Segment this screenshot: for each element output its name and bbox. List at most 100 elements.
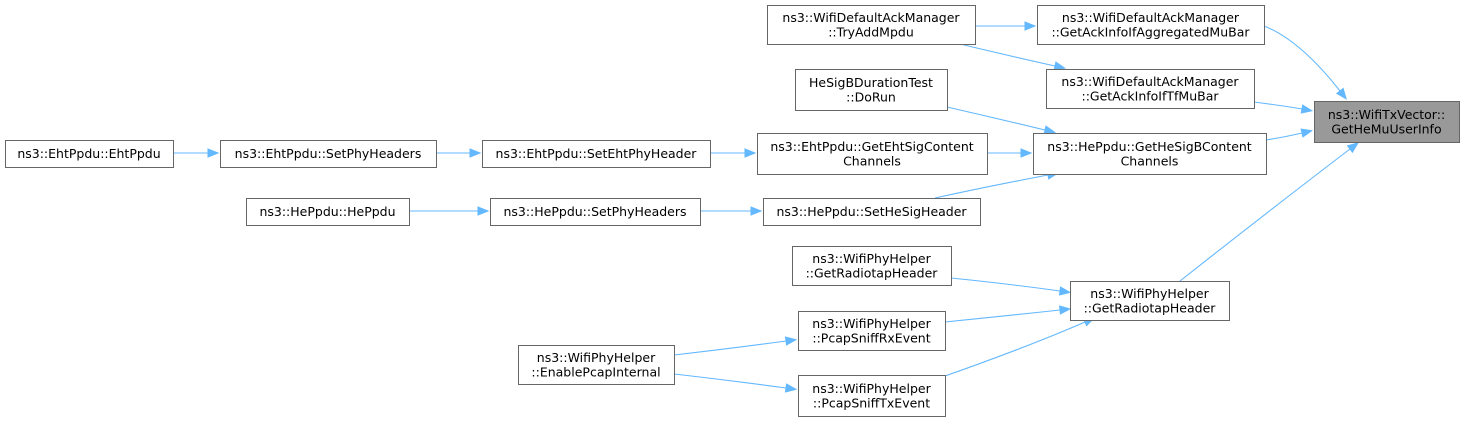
node-label-line: ::GetAckInfoIfTfMuBar bbox=[1081, 88, 1219, 103]
edge-enablePcap-to-pcapRx bbox=[673, 336, 798, 356]
node-label-line: Channels bbox=[843, 153, 901, 168]
arrowhead bbox=[784, 383, 798, 393]
edge-line bbox=[1179, 148, 1351, 282]
edge-line bbox=[1265, 132, 1303, 141]
node-box bbox=[490, 198, 701, 226]
edge-line bbox=[934, 174, 1049, 199]
edge-radiotapLeft-to-radiotapMid bbox=[950, 277, 1072, 296]
arrowhead bbox=[1053, 61, 1067, 71]
node-box bbox=[792, 246, 952, 286]
node-label-line: ns3::HePpdu::HePpdu bbox=[259, 204, 395, 219]
node-ehtSetPhyHeader[interactable]: ns3::EhtPpdu::SetEhtPhyHeader bbox=[482, 140, 711, 168]
node-label-line: ::GetRadiotapHeader bbox=[1084, 300, 1217, 315]
edge-line bbox=[944, 309, 1061, 323]
edge-line bbox=[1253, 101, 1303, 110]
node-label-line: ::DoRun bbox=[846, 89, 896, 104]
node-label-line: ::GetRadiotapHeader bbox=[806, 265, 939, 280]
node-enablePcap[interactable]: ns3::WifiPhyHelper::EnablePcapInternal bbox=[518, 345, 675, 385]
node-label-line: ns3::WifiTxVector:: bbox=[1328, 107, 1445, 122]
edge-line bbox=[673, 340, 787, 356]
edges-layer bbox=[173, 21, 1360, 393]
arrowhead bbox=[469, 148, 482, 158]
edge-ehtSetPhyHeader-to-ehtSigContent bbox=[710, 148, 757, 158]
node-box bbox=[518, 345, 675, 385]
node-box bbox=[798, 375, 946, 417]
arrowhead bbox=[477, 206, 490, 216]
node-label-line: ::PcapSniffTxEvent bbox=[813, 395, 930, 410]
node-label-line: ::GetAckInfoIfAggregatedMuBar bbox=[1051, 24, 1250, 39]
arrowhead bbox=[1346, 142, 1360, 154]
arrowhead bbox=[744, 148, 757, 158]
arrowhead bbox=[1300, 128, 1314, 138]
arrowhead bbox=[1300, 104, 1314, 114]
arrowhead bbox=[750, 206, 763, 216]
node-label-line: ns3::WifiPhyHelper bbox=[812, 251, 931, 266]
nodes-layer: ns3::WifiTxVector::GetHeMuUserInfons3::W… bbox=[5, 5, 1460, 417]
edge-heCtor-to-heSetPhyHeaders bbox=[408, 206, 490, 216]
node-label-line: ns3::WifiDefaultAckManager bbox=[1062, 10, 1240, 25]
edge-ackTfMuBar-to-root bbox=[1253, 101, 1314, 114]
node-heSetPhyHeaders[interactable]: ns3::HePpdu::SetPhyHeaders bbox=[490, 198, 701, 226]
node-heCtor[interactable]: ns3::HePpdu::HePpdu bbox=[246, 198, 410, 226]
edge-line bbox=[944, 321, 1086, 377]
node-heSetHeSig[interactable]: ns3::HePpdu::SetHeSigHeader bbox=[763, 198, 981, 226]
node-label-line: ns3::WifiDefaultAckManager bbox=[782, 10, 960, 25]
edge-ackTryAddMpdu-to-ackTfMuBar bbox=[959, 43, 1067, 71]
edge-pcapRx-to-radiotapMid bbox=[944, 305, 1072, 323]
edge-line bbox=[946, 106, 1046, 131]
edge-line bbox=[673, 373, 787, 389]
node-ackTfMuBar[interactable]: ns3::WifiDefaultAckManager::GetAckInfoIf… bbox=[1046, 69, 1255, 109]
node-label-line: ns3::EhtPpdu::SetEhtPhyHeader bbox=[496, 146, 698, 161]
arrowhead bbox=[1335, 87, 1348, 100]
edge-heSetHeSig-to-heSigBContent bbox=[934, 170, 1060, 199]
arrowhead bbox=[1058, 286, 1072, 296]
node-label-line: ns3::WifiPhyHelper bbox=[1090, 286, 1209, 301]
edge-line bbox=[1263, 25, 1341, 92]
node-radiotapMid[interactable]: ns3::WifiPhyHelper::GetRadiotapHeader bbox=[1070, 281, 1230, 321]
edge-radiotapMid-to-root bbox=[1179, 142, 1360, 282]
node-heSigBTest[interactable]: HeSigBDurationTest::DoRun bbox=[795, 69, 948, 111]
node-label-line: ns3::WifiPhyHelper bbox=[537, 350, 656, 365]
edge-pcapTx-to-radiotapMid bbox=[944, 317, 1096, 377]
node-box bbox=[1033, 133, 1267, 175]
edge-line bbox=[959, 43, 1056, 67]
arrowhead bbox=[207, 148, 220, 158]
node-ehtSetPhyHeaders[interactable]: ns3::EhtPpdu::SetPhyHeaders bbox=[220, 140, 437, 168]
node-label-line: ns3::HePpdu::SetPhyHeaders bbox=[503, 204, 686, 219]
edge-ackAggMuBar-to-root bbox=[1263, 25, 1348, 100]
node-label-line: ns3::WifiDefaultAckManager bbox=[1061, 74, 1239, 89]
node-box bbox=[757, 133, 988, 175]
arrowhead bbox=[1020, 148, 1033, 158]
node-label-line: ::TryAddMpdu bbox=[828, 24, 914, 39]
node-box bbox=[1070, 281, 1230, 321]
node-label-line: ns3::HePpdu::SetHeSigHeader bbox=[776, 204, 967, 219]
node-box bbox=[246, 198, 410, 226]
node-root[interactable]: ns3::WifiTxVector::GetHeMuUserInfo bbox=[1314, 101, 1460, 143]
node-box bbox=[5, 140, 174, 168]
node-label-line: ns3::WifiPhyHelper bbox=[812, 381, 931, 396]
arrowhead bbox=[1024, 21, 1037, 31]
node-ackTryAddMpdu[interactable]: ns3::WifiDefaultAckManager::TryAddMpdu bbox=[767, 5, 976, 45]
node-label-line: GetHeMuUserInfo bbox=[1331, 121, 1441, 136]
node-pcapRx[interactable]: ns3::WifiPhyHelper::PcapSniffRxEvent bbox=[798, 311, 946, 351]
node-label-line: ns3::HePpdu::GetHeSigBContent bbox=[1047, 139, 1252, 154]
node-label-line: ns3::EhtPpdu::SetPhyHeaders bbox=[235, 146, 422, 161]
edge-ackTryAddMpdu-to-ackAggMuBar bbox=[975, 21, 1037, 31]
arrowhead bbox=[1043, 125, 1057, 135]
edge-heSigBContent-to-root bbox=[1265, 128, 1314, 141]
edge-line bbox=[950, 277, 1061, 292]
node-box bbox=[1037, 5, 1265, 45]
node-box bbox=[482, 140, 711, 168]
node-box bbox=[767, 5, 976, 45]
node-label-line: HeSigBDurationTest bbox=[809, 75, 933, 90]
node-ehtCtor[interactable]: ns3::EhtPpdu::EhtPpdu bbox=[5, 140, 174, 168]
node-ackAggMuBar[interactable]: ns3::WifiDefaultAckManager::GetAckInfoIf… bbox=[1037, 5, 1265, 45]
node-box bbox=[1046, 69, 1255, 109]
edge-ehtSigContent-to-heSigBContent bbox=[987, 148, 1033, 158]
node-pcapTx[interactable]: ns3::WifiPhyHelper::PcapSniffTxEvent bbox=[798, 375, 946, 417]
node-label-line: ns3::WifiPhyHelper bbox=[812, 316, 931, 331]
node-radiotapLeft[interactable]: ns3::WifiPhyHelper::GetRadiotapHeader bbox=[792, 246, 952, 286]
node-label-line: ::EnablePcapInternal bbox=[531, 364, 660, 379]
